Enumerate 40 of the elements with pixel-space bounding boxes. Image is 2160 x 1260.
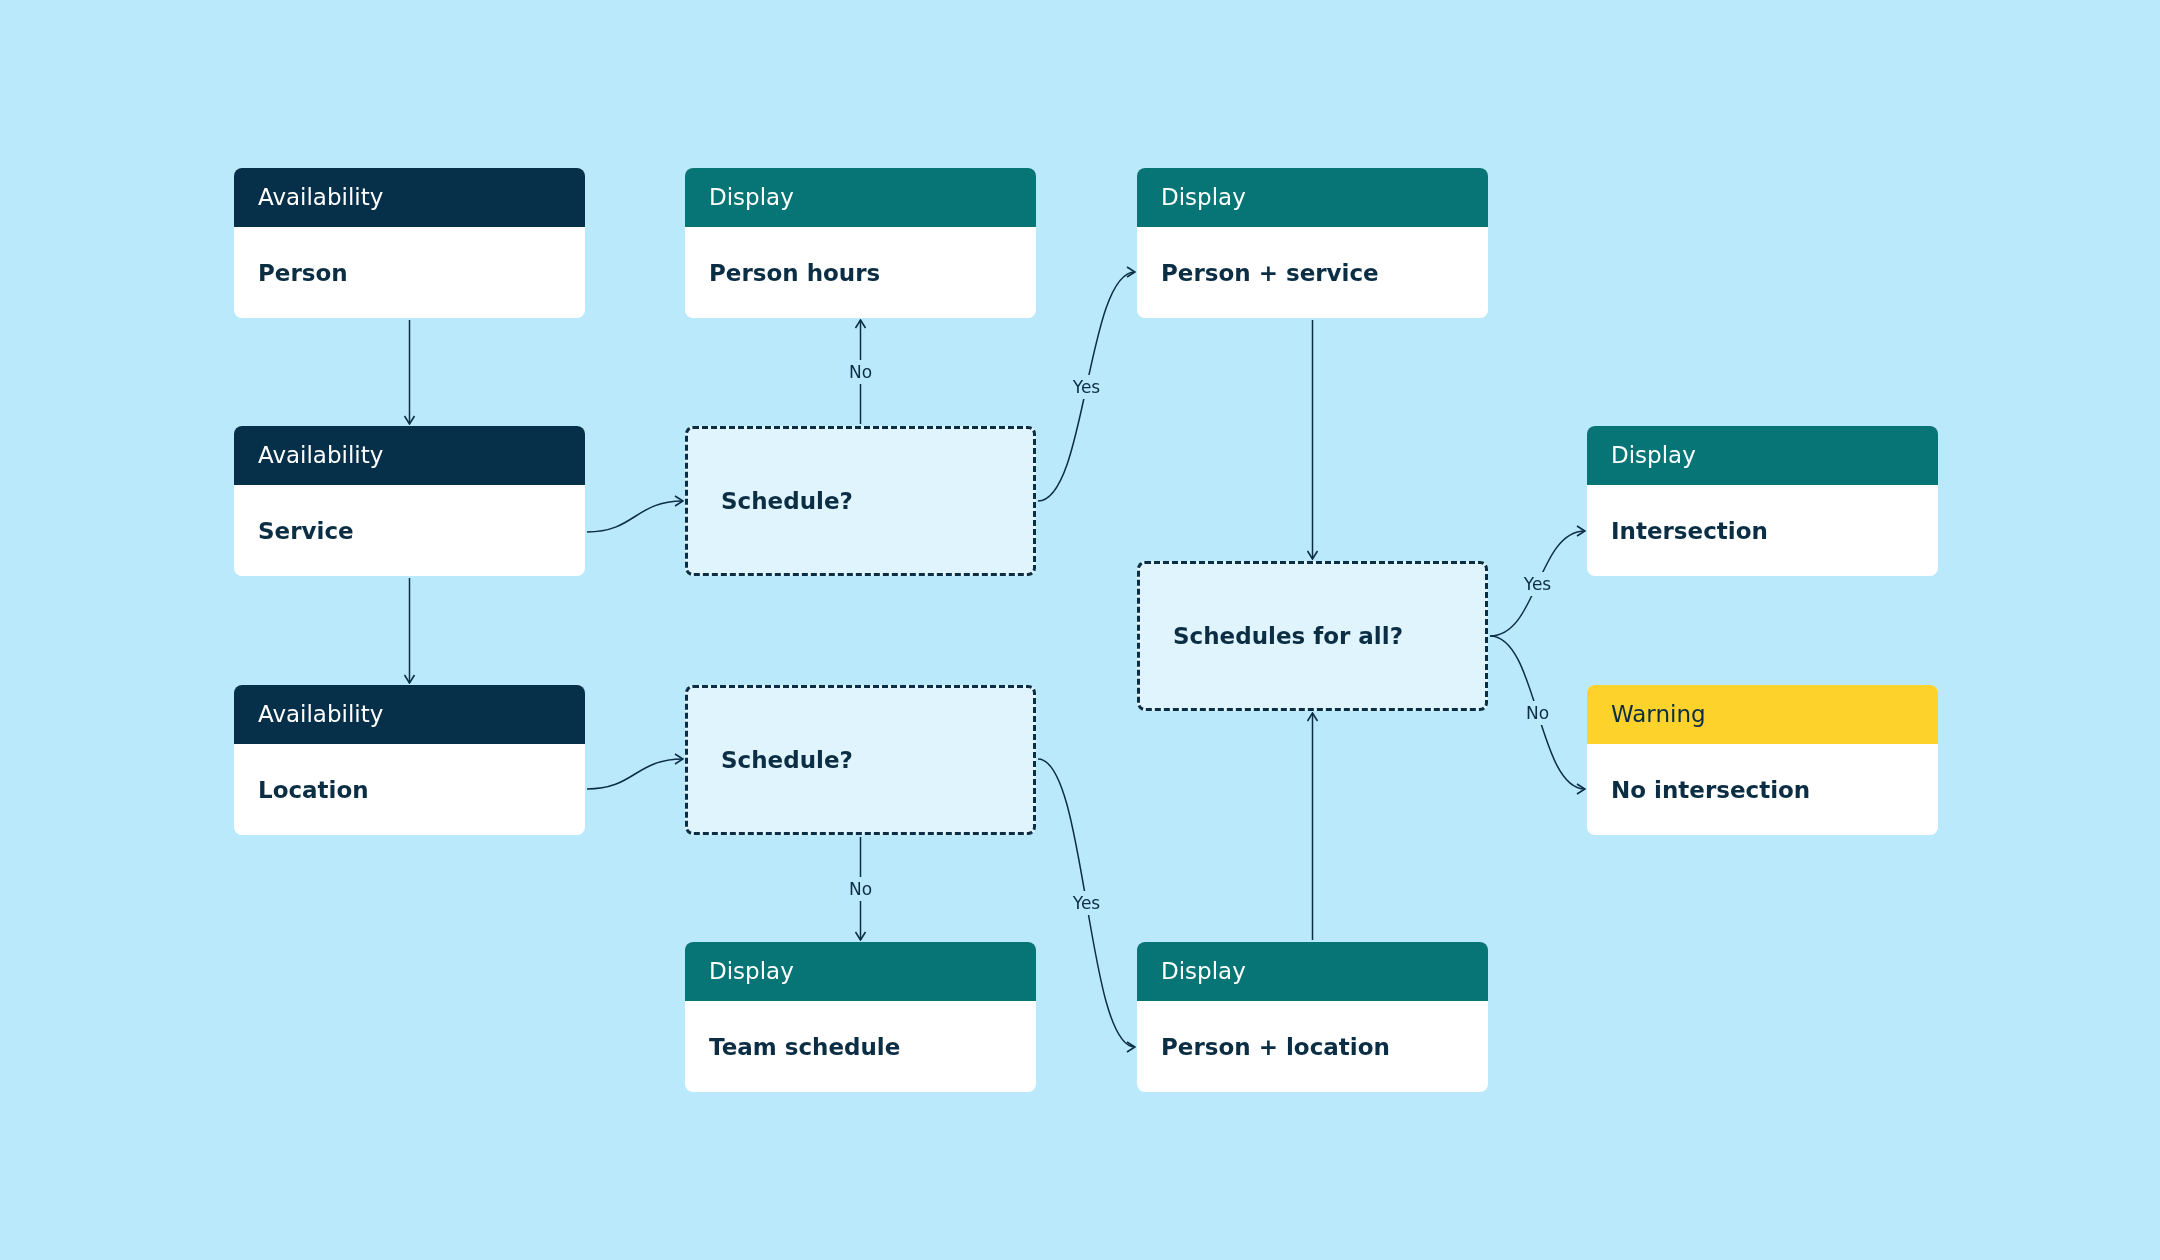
decision-text: Schedule? [721,488,853,514]
arrow [1306,712,1319,941]
arrow [1306,319,1319,560]
card [1137,168,1488,318]
arrow [403,319,416,425]
arrow [586,495,684,533]
card-text: Person + location [1161,1033,1390,1060]
decision-box [1137,561,1488,711]
arrow [403,577,416,684]
card-text: No intersection [1611,776,1811,803]
card [234,168,585,318]
card [685,168,1036,318]
card [1137,942,1488,1092]
card-header: Availability [234,168,585,227]
card [685,942,1036,1092]
card-header: Availability [234,685,585,744]
card-header: Availability [234,426,585,485]
card [234,685,585,835]
card-header: Display [685,942,1036,1001]
decision-box [685,426,1036,576]
card [1587,426,1938,576]
card-text: Location [258,776,369,803]
card-text: Person hours [709,259,881,286]
arrow [586,753,684,790]
card-text: Service [258,517,354,544]
card-text: Person + service [1161,259,1379,286]
card-text: Team schedule [709,1033,901,1060]
card-header: Display [685,168,1036,227]
card [234,426,585,576]
card-header: Display [1587,426,1938,485]
card [1587,685,1938,835]
card-header: Display [1137,168,1488,227]
card-header: Warning [1587,685,1938,744]
card-header: Display [1137,942,1488,1001]
decision-text: Schedules for all? [1173,623,1403,649]
card-text: Intersection [1611,517,1768,544]
arrow [1037,269,1136,502]
card-text: Person [258,259,348,286]
decision-box [685,685,1036,835]
decision-text: Schedule? [721,747,853,773]
